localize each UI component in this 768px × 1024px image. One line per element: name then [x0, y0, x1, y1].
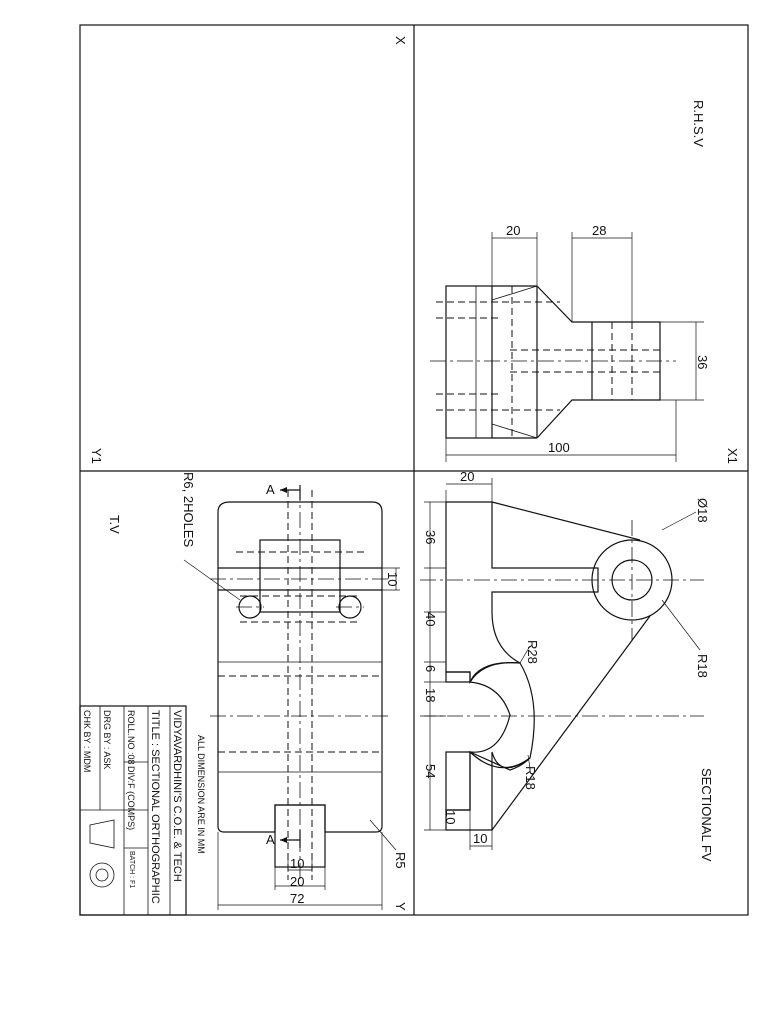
fv-dim-36: 36: [423, 530, 438, 544]
corner-x1-label: X1: [725, 448, 740, 464]
dimension-note: ALL DIMENSION ARE IN MM: [196, 735, 206, 854]
fv-dim-r18-bottom: R18: [523, 766, 538, 790]
tv-dim-10-slot: 10: [385, 572, 400, 586]
fv-dim-10-vert: 10: [443, 810, 458, 824]
fv-section-body: [445, 501, 673, 831]
rhsv-hidden-lines: [436, 285, 660, 439]
corner-y-label: Y: [393, 902, 408, 911]
drawing-title: TITLE : SECTIONAL ORTHOGRAPHIC: [149, 710, 161, 904]
tv-section-mark-a-top: A: [266, 482, 275, 497]
rhsv-dim-28: 28: [592, 223, 606, 238]
title-block: [79, 705, 187, 916]
checked-by: CHK BY : MDM: [82, 710, 92, 772]
tv-section-mark-a-bottom: A: [266, 832, 275, 847]
roll-number: ROLL.NO :08: [126, 710, 136, 765]
rhsv-dim-36: 36: [695, 355, 710, 369]
fv-dimensions: [424, 478, 701, 850]
sheet-frame: [79, 24, 749, 916]
fv-dim-18: 18: [423, 688, 438, 702]
fv-dim-dia18: Ø18: [695, 498, 710, 523]
rhsv-label: R.H.S.V: [691, 100, 706, 147]
tv-hole-note: R6, 2HOLES: [181, 472, 196, 547]
rhsv-dim-100: 100: [548, 440, 570, 455]
batch: BATCH : F1: [128, 851, 135, 888]
fv-dim-6: 6: [423, 665, 438, 672]
fv-dim-r28: R28: [525, 640, 540, 664]
corner-x-label: X: [393, 36, 408, 45]
fv-dim-r18-top: R18: [695, 654, 710, 678]
fv-dim-20: 20: [460, 469, 474, 484]
drawn-by: DRG BY : ASK: [102, 710, 112, 769]
rhsv-view: R.H.S.V: [430, 100, 710, 462]
fv-center-lines: [420, 520, 704, 717]
tv-dim-20: 20: [290, 874, 304, 889]
college-name: VIDYAVARDHINI'S C.O.E. & TECH: [171, 710, 183, 882]
fv-dim-10-bottom: 10: [473, 831, 487, 846]
tv-dim-72: 72: [290, 891, 304, 906]
rhsv-dimensions: [445, 232, 704, 462]
rhsv-outline: [445, 285, 661, 439]
fv-dim-54: 54: [423, 764, 438, 778]
rhsv-dim-20: 20: [506, 223, 520, 238]
tv-label: T.V: [107, 515, 122, 534]
tv-view: T.V R6, 2HOLES: [107, 472, 408, 910]
first-angle-projection-symbol: [89, 819, 115, 888]
tv-dim-10: 10: [290, 856, 304, 871]
tv-dimensions: [183, 559, 400, 910]
corner-y1-label: Y1: [89, 448, 104, 464]
sectional-fv-label: SECTIONAL FV: [699, 768, 714, 862]
division: DIV:F (COMPS): [126, 766, 136, 830]
tv-section-markers: [280, 485, 301, 848]
tv-center-lines: [210, 485, 392, 880]
tv-dim-r5: R5: [393, 852, 408, 869]
fv-dim-40: 40: [423, 612, 438, 626]
sectional-fv-view: SECTIONAL FV: [420, 469, 714, 862]
